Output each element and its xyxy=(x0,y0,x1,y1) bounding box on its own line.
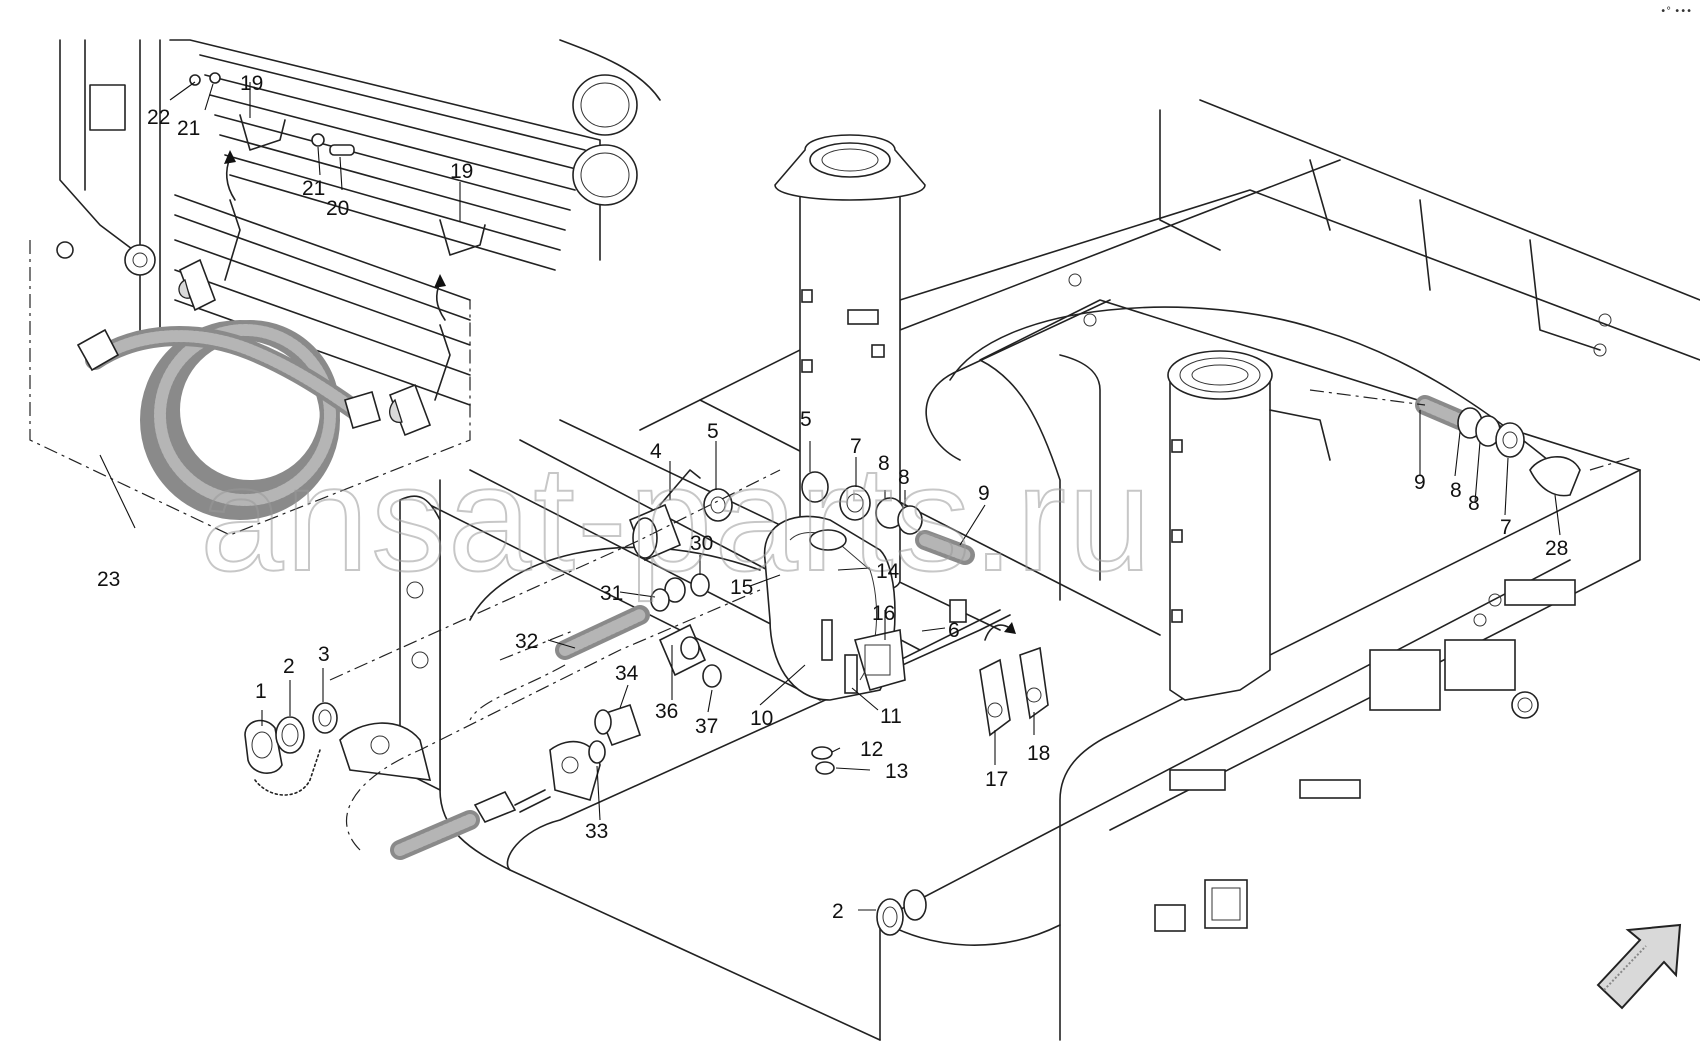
callout-9-left: 9 xyxy=(978,482,990,505)
callout-14: 14 xyxy=(876,560,900,583)
callout-22: 22 xyxy=(147,106,170,129)
callout-30: 30 xyxy=(690,532,713,555)
direction-arrow-icon xyxy=(1596,923,1682,1010)
coupling-set xyxy=(244,702,927,936)
leader-lines xyxy=(99,81,1561,911)
callout-7-right: 7 xyxy=(1500,516,1512,539)
callout-21-right: 21 xyxy=(302,177,325,200)
watermark-text: ansat-parts.ru xyxy=(200,434,1153,602)
machine-frame xyxy=(339,99,1700,1041)
callout-4: 4 xyxy=(650,440,662,463)
callout-9-right: 9 xyxy=(1414,471,1426,494)
callout-16: 16 xyxy=(872,602,895,625)
callout-23: 23 xyxy=(97,568,120,591)
callout-32: 32 xyxy=(515,630,538,653)
callout-5-left: 5 xyxy=(707,420,719,443)
callout-13: 13 xyxy=(885,760,908,783)
callout-20: 20 xyxy=(326,197,349,220)
callout-6: 6 xyxy=(948,619,960,642)
callout-labels: 1 2 2 3 4 5 5 6 7 7 8 8 8 8 9 9 10 11 12… xyxy=(97,72,1568,923)
callout-5-right: 5 xyxy=(800,408,812,431)
callout-11: 11 xyxy=(880,705,902,728)
callout-8-b: 8 xyxy=(898,466,910,489)
callout-7-left: 7 xyxy=(850,435,862,458)
callout-8-d: 8 xyxy=(1468,492,1480,515)
callout-33: 33 xyxy=(585,820,608,843)
callout-37: 37 xyxy=(695,715,718,738)
callout-21-left: 21 xyxy=(177,117,200,140)
right-fittings xyxy=(1309,389,1631,497)
callout-18: 18 xyxy=(1027,742,1050,765)
callout-34: 34 xyxy=(615,662,639,685)
hose-lines xyxy=(329,469,781,860)
callout-3: 3 xyxy=(318,643,330,666)
corner-mark: •° ••• xyxy=(1660,6,1692,17)
callout-12: 12 xyxy=(860,738,883,761)
callout-36: 36 xyxy=(655,700,678,723)
callout-19-right: 19 xyxy=(450,160,473,183)
callout-15: 15 xyxy=(730,576,753,599)
callout-2-bottom: 2 xyxy=(832,900,844,923)
callout-28: 28 xyxy=(1545,537,1568,560)
callout-10: 10 xyxy=(750,707,773,730)
callout-2-coupling: 2 xyxy=(283,655,295,678)
callout-1: 1 xyxy=(255,680,267,703)
callout-19-top: 19 xyxy=(240,72,263,95)
callout-17: 17 xyxy=(985,768,1008,791)
callout-8-c: 8 xyxy=(1450,479,1462,502)
callout-31: 31 xyxy=(600,582,623,605)
detail-inset xyxy=(29,39,661,536)
callout-8-a: 8 xyxy=(878,452,890,475)
